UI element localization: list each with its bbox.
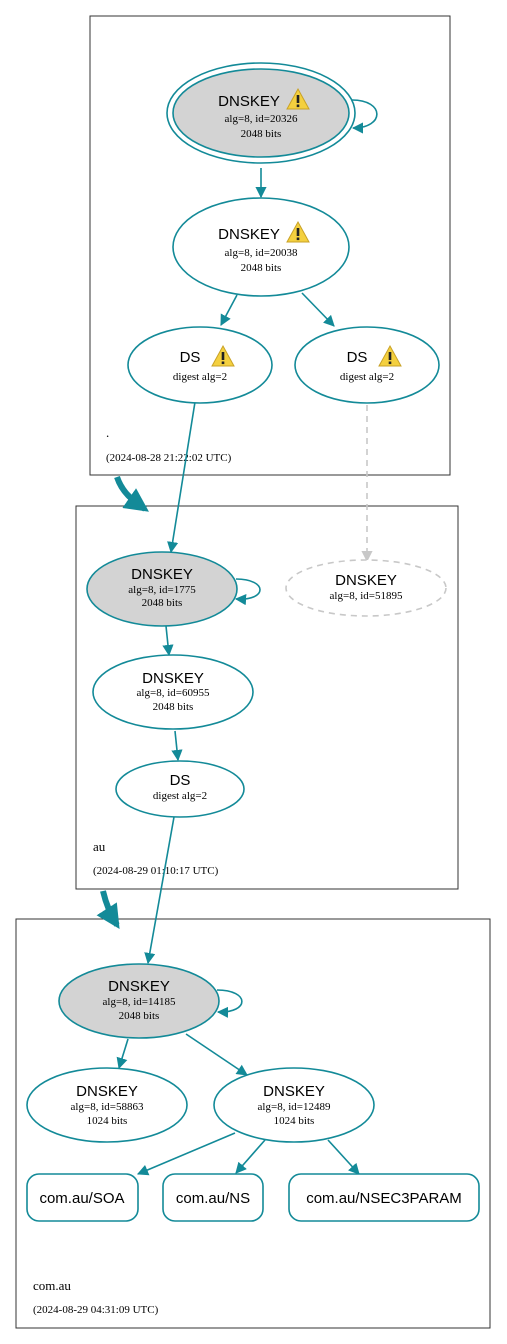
node-title: DNSKEY: [335, 572, 397, 589]
edge-zsk2-nsec3param: [327, 1139, 360, 1175]
edge-comau-ksk-zsk1: [116, 1038, 129, 1070]
node-line2: 2048 bits: [142, 597, 183, 609]
node-line1: alg=8, id=14185: [103, 996, 176, 1008]
edge-root-zsk-ds1: [220, 294, 238, 326]
node-title: DNSKEY: [142, 670, 204, 687]
node-comau-ksk[interactable]: DNSKEY alg=8, id=14185 2048 bits: [58, 963, 220, 1039]
node-comau-zsk-1[interactable]: DNSKEY alg=8, id=58863 1024 bits: [26, 1067, 188, 1143]
node-line1: alg=8, id=51895: [330, 590, 403, 602]
rrset-nsec3param[interactable]: com.au/NSEC3PARAM: [288, 1173, 480, 1222]
node-line1: alg=8, id=58863: [71, 1101, 144, 1113]
rrset-soa[interactable]: com.au/SOA: [26, 1173, 139, 1222]
rrset-label: com.au/NSEC3PARAM: [306, 1190, 462, 1207]
node-line1: alg=8, id=20038: [225, 247, 298, 259]
node-root-ds-2[interactable]: DS digest alg=2: [294, 326, 440, 404]
node-line1: alg=8, id=60955: [137, 687, 210, 699]
node-au-zsk[interactable]: DNSKEY alg=8, id=60955 2048 bits: [92, 654, 254, 730]
node-title: DS: [170, 772, 191, 789]
edge-root-ksk-self: [351, 99, 378, 134]
node-root-zsk[interactable]: DNSKEY alg=8, id=20038 2048 bits: [172, 197, 350, 297]
node-au-missing-key[interactable]: DNSKEY alg=8, id=51895: [285, 559, 447, 617]
node-line2: 1024 bits: [87, 1115, 128, 1127]
delegation-arrow-root-au: [114, 475, 149, 512]
node-line2: 2048 bits: [153, 701, 194, 713]
zone-com-au-timestamp: (2024-08-29 04:31:09 UTC): [33, 1304, 159, 1316]
zone-root-label: .: [106, 425, 109, 440]
node-title: DNSKEY: [108, 978, 170, 995]
zone-au-box: [75, 505, 459, 890]
node-line2: 1024 bits: [274, 1115, 315, 1127]
node-title: DS: [347, 349, 368, 366]
node-comau-zsk-2[interactable]: DNSKEY alg=8, id=12489 1024 bits: [213, 1067, 375, 1143]
rrset-ns[interactable]: com.au/NS: [162, 1173, 264, 1222]
node-line1: alg=8, id=20326: [225, 113, 298, 125]
node-line1: alg=8, id=1775: [128, 584, 196, 596]
edge-au-ksk-zsk: [162, 625, 174, 657]
node-au-ds[interactable]: DS digest alg=2: [115, 760, 245, 818]
edge-au-ds-comau-ksk: [144, 816, 175, 965]
node-line1: digest alg=2: [340, 371, 394, 383]
edge-comau-ksk-self: [216, 989, 243, 1018]
rrset-label: com.au/SOA: [39, 1190, 124, 1207]
node-line2: 2048 bits: [241, 128, 282, 140]
zone-com-au-label: com.au: [33, 1278, 71, 1293]
node-root-ksk[interactable]: DNSKEY alg=8, id=20326 2048 bits: [166, 62, 356, 164]
node-title: DNSKEY: [218, 226, 280, 243]
edge-au-zsk-ds: [171, 730, 183, 762]
node-title: DS: [180, 349, 201, 366]
node-title: DNSKEY: [131, 566, 193, 583]
node-line2: 2048 bits: [241, 262, 282, 274]
edge-zsk2-ns: [235, 1139, 266, 1174]
node-line1: digest alg=2: [153, 790, 207, 802]
zone-com-au-box: [15, 918, 491, 1329]
edge-comau-ksk-zsk2: [185, 1033, 248, 1076]
edge-root-zsk-ds2: [301, 292, 335, 327]
node-au-ksk[interactable]: DNSKEY alg=8, id=1775 2048 bits: [86, 551, 238, 627]
node-line1: alg=8, id=12489: [258, 1101, 331, 1113]
node-title: DNSKEY: [218, 93, 280, 110]
rrset-label: com.au/NS: [176, 1190, 250, 1207]
zone-root-timestamp: (2024-08-28 21:22:02 UTC): [106, 452, 232, 464]
zone-au-label: au: [93, 839, 106, 854]
node-line1: digest alg=2: [173, 371, 227, 383]
zone-au-timestamp: (2024-08-29 01:10:17 UTC): [93, 865, 219, 877]
node-title: DNSKEY: [263, 1083, 325, 1100]
edge-zsk2-soa: [136, 1132, 236, 1176]
node-line2: 2048 bits: [119, 1010, 160, 1022]
edge-root-ds1-au-ksk: [167, 401, 196, 554]
node-title: DNSKEY: [76, 1083, 138, 1100]
node-root-ds-1[interactable]: DS digest alg=2: [127, 326, 273, 404]
edge-au-ksk-self: [234, 578, 261, 606]
zone-root-box: [89, 15, 451, 476]
delegation-arrow-au-comau: [96, 890, 120, 930]
edges: [116, 99, 378, 1176]
